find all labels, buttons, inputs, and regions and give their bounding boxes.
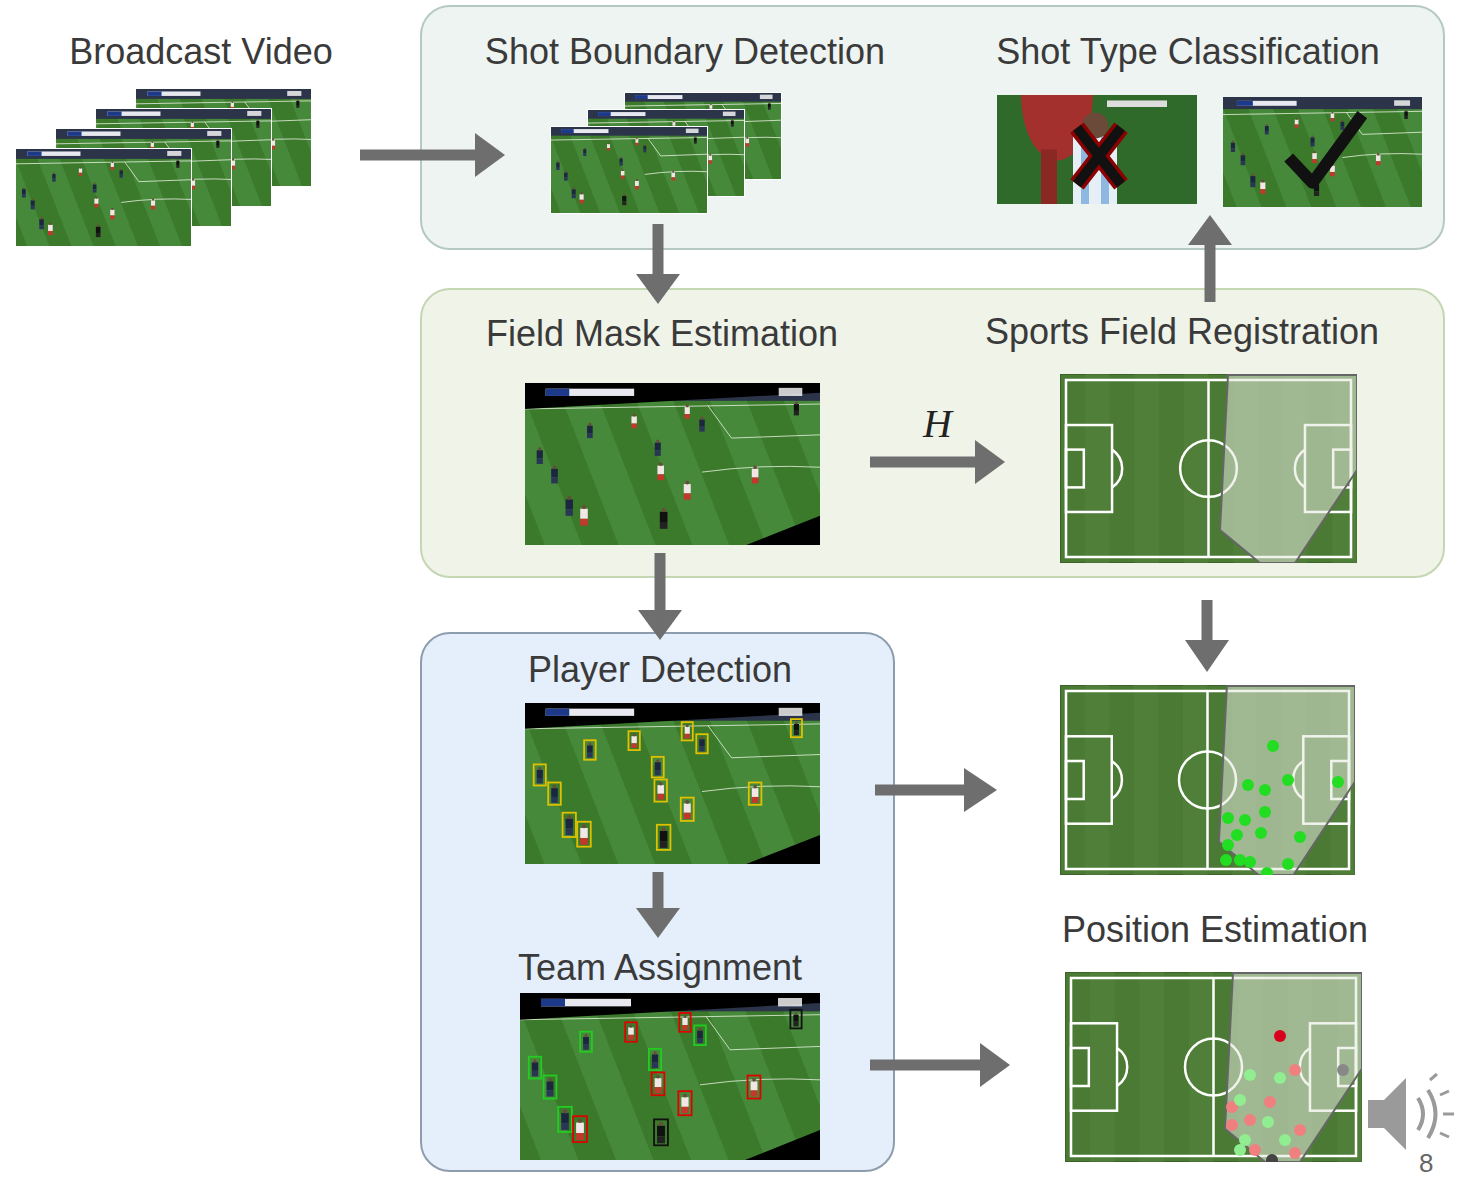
thumbnail-image [15, 88, 315, 248]
stage-panel: Shot Boundary DetectionShot Type Classif… [420, 5, 1445, 250]
step-title: Shot Type Classification [996, 30, 1380, 74]
process-step: Position Estimation [1065, 972, 1362, 1162]
step-title: Field Mask Estimation [486, 312, 838, 356]
thumbnail-image [997, 95, 1422, 207]
step-title: Team Assignment [518, 946, 802, 990]
stage-panel: Player DetectionTeam Assignment [420, 632, 895, 1172]
thumbnail-image [520, 993, 820, 1160]
thumbnail-image [1065, 972, 1362, 1162]
step-title: Broadcast Video [69, 30, 333, 74]
process-step: Shot Boundary Detection [550, 92, 786, 216]
thumbnail-image [1060, 374, 1357, 563]
speaker-icon [1368, 1074, 1454, 1150]
process-step: Shot Type Classification [997, 95, 1422, 207]
step-title: Position Estimation [1062, 908, 1368, 952]
process-step: Field Mask Estimation [525, 383, 820, 545]
thumbnail-image [525, 383, 820, 545]
pitch-map [1060, 685, 1355, 879]
thumbnail-image [525, 703, 820, 864]
step-title: Shot Boundary Detection [485, 30, 885, 74]
flow-arrow [875, 600, 1229, 812]
step-title: Player Detection [528, 648, 792, 692]
step-title: Sports Field Registration [985, 310, 1379, 354]
video-input: Broadcast Video [15, 88, 315, 248]
edge-label: H [923, 402, 952, 446]
process-step: Team Assignment [520, 993, 820, 1160]
process-step: Player Detection [525, 703, 820, 864]
thumbnail-image [550, 92, 786, 216]
page-number: 8 [1419, 1148, 1433, 1178]
process-step: Sports Field Registration [1060, 374, 1357, 563]
